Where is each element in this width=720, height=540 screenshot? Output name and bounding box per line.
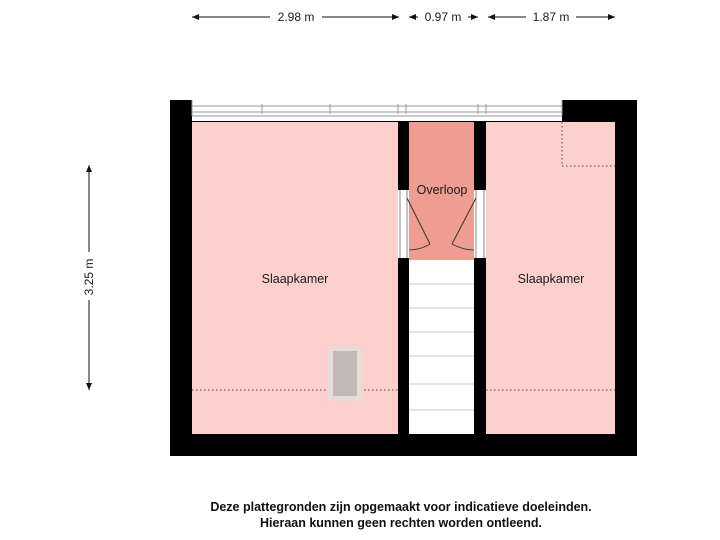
dimension-label-depth: 3.25 m bbox=[82, 259, 96, 296]
door-right bbox=[451, 190, 486, 258]
room-left-bedroom bbox=[192, 122, 398, 434]
room-landing bbox=[409, 122, 474, 260]
arrowhead bbox=[392, 14, 399, 20]
door-opening bbox=[474, 190, 486, 258]
door-leaf bbox=[451, 197, 477, 245]
disclaimer-line-1: Deze plattegronden zijn opgemaakt voor i… bbox=[210, 500, 592, 514]
left-dimension: 3.25 m bbox=[82, 165, 96, 390]
dimension-label-right-width: 1.87 m bbox=[533, 10, 570, 24]
room-right-bedroom bbox=[486, 122, 615, 434]
room-label-landing: Overloop bbox=[417, 183, 468, 197]
door-swing bbox=[451, 243, 475, 251]
arrowhead bbox=[192, 14, 199, 20]
stair-area bbox=[409, 260, 474, 434]
arrowhead bbox=[86, 165, 92, 172]
skylight-glass bbox=[333, 351, 357, 396]
room-label-right-bedroom: Slaapkamer bbox=[518, 272, 585, 286]
skylight bbox=[328, 346, 362, 401]
door-swing bbox=[408, 243, 431, 251]
door-opening bbox=[398, 190, 409, 258]
disclaimer-line-2: Hieraan kunnen geen rechten worden ontle… bbox=[260, 515, 542, 530]
window-strip bbox=[191, 100, 563, 121]
arrowhead bbox=[86, 383, 92, 390]
arrowhead bbox=[471, 14, 478, 20]
door-leaf bbox=[406, 197, 431, 245]
staircase bbox=[409, 260, 474, 434]
arrowhead bbox=[488, 14, 495, 20]
disclaimer: Deze plattegronden zijn opgemaakt voor i… bbox=[0, 500, 720, 531]
arrowhead bbox=[409, 14, 416, 20]
door-left bbox=[398, 190, 431, 258]
top-dimensions: 2.98 m 0.97 m 1.87 m bbox=[192, 10, 615, 24]
chimney-outline bbox=[561, 122, 615, 167]
dimension-label-left-width: 2.98 m bbox=[278, 10, 315, 24]
window-opening bbox=[192, 100, 562, 121]
arrowhead bbox=[608, 14, 615, 20]
dimension-label-middle-width: 0.97 m bbox=[425, 10, 462, 24]
room-label-left-bedroom: Slaapkamer bbox=[262, 272, 329, 286]
